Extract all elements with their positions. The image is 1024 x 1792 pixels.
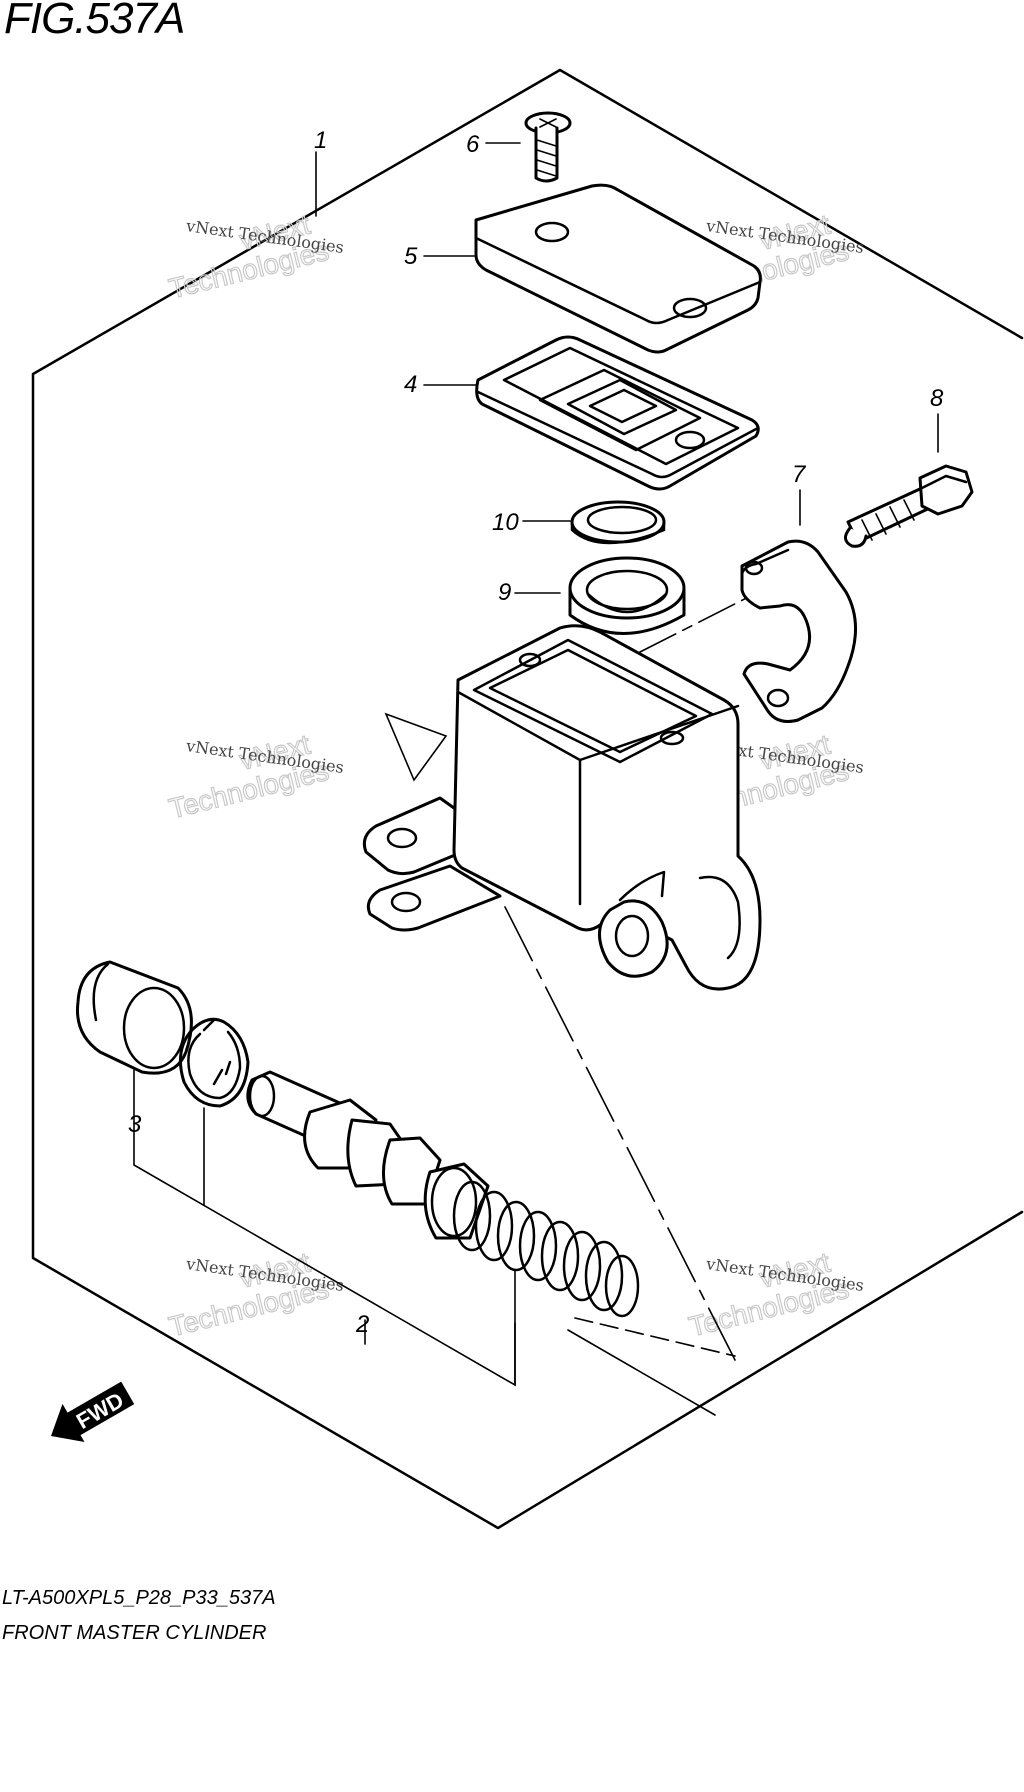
- callout-4: 4: [404, 371, 417, 398]
- watermark: Technologies vNext vNext Technologies: [165, 208, 345, 305]
- callout-10: 10: [492, 509, 519, 536]
- part-2-circlip: [178, 1017, 250, 1108]
- callout-7: 7: [792, 461, 807, 488]
- part-10-o-ring: [570, 500, 666, 545]
- master-cylinder-body: [362, 624, 762, 991]
- part-4-diaphragm-plate: [475, 335, 760, 491]
- callout-5: 5: [404, 243, 418, 270]
- callout-6: 6: [466, 131, 480, 158]
- forward-direction-arrow: FWD: [51, 1381, 135, 1443]
- spring-coils: [452, 1180, 640, 1318]
- part-2-piston-spring: [246, 1070, 640, 1318]
- callout-2: 2: [355, 1311, 369, 1338]
- part-7-clamp: [740, 539, 858, 723]
- callout-9: 9: [498, 579, 511, 606]
- part-5-reservoir-cap: [474, 183, 762, 354]
- callout-3: 3: [128, 1111, 142, 1138]
- part-8-bolt: [844, 464, 974, 548]
- watermark: Technologies vNext vNext Technologies: [165, 728, 345, 825]
- part-6-screw: [524, 111, 572, 183]
- callout-1: 1: [314, 127, 327, 154]
- watermark: Technologies vNext vNext Technologies: [685, 1246, 865, 1343]
- part-3-dust-boot: [75, 960, 193, 1075]
- callout-8: 8: [930, 385, 944, 412]
- figure-name: FRONT MASTER CYLINDER: [2, 1622, 267, 1644]
- leader-lines: [133, 142, 939, 1416]
- assembly-outline: [31, 68, 1024, 1530]
- part-9-seal: [568, 556, 686, 635]
- figure-code: LT-A500XPL5_P28_P33_537A: [2, 1587, 276, 1609]
- figure-title: FIG.537A: [4, 0, 185, 43]
- watermark: Technologies vNext vNext Technologies: [165, 1246, 345, 1343]
- callout-numbers: 1 2 3 4 5 6 7 8 9 10: [128, 127, 944, 1338]
